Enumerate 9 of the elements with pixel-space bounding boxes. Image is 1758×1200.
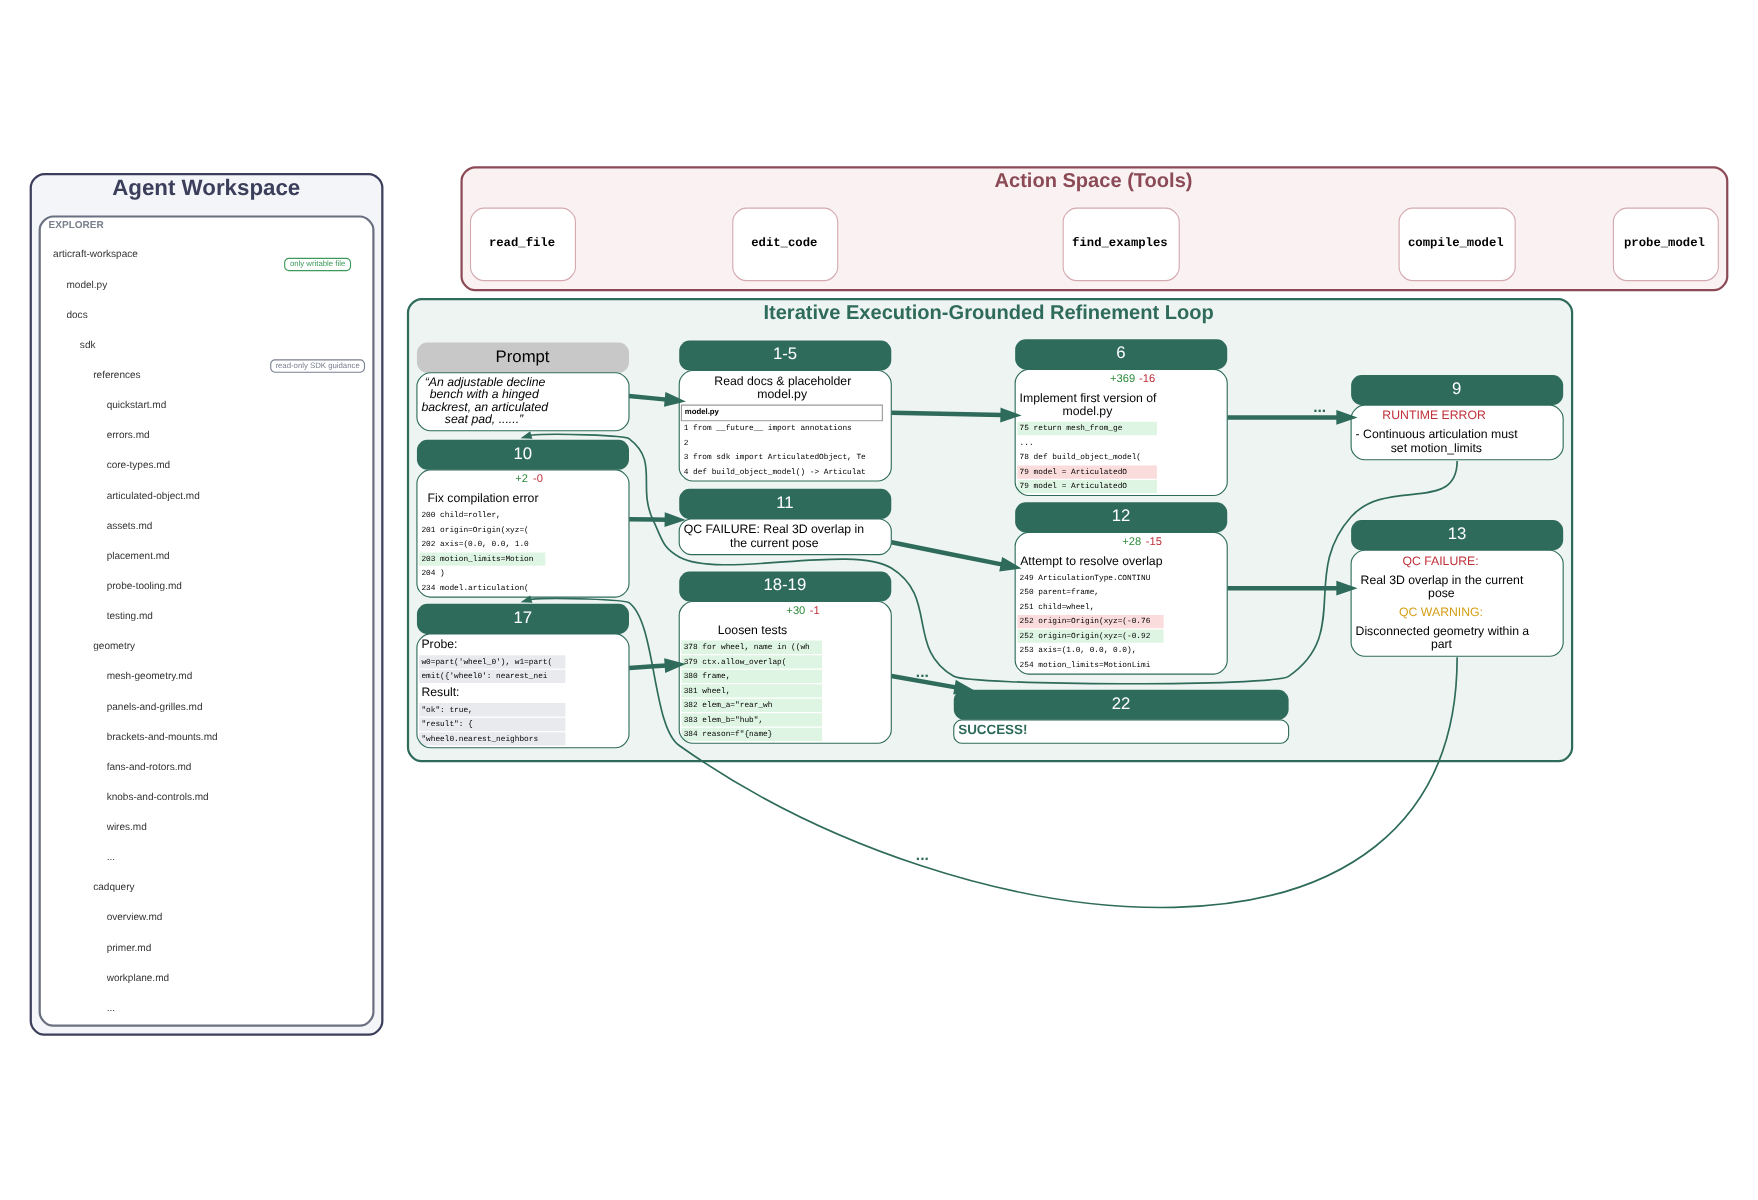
arrow bbox=[628, 657, 686, 672]
arrow bbox=[891, 539, 1022, 571]
arrow bbox=[520, 594, 1458, 908]
arrow bbox=[1227, 579, 1358, 595]
arrow bbox=[891, 406, 1022, 422]
arrow bbox=[891, 672, 976, 694]
arrow bbox=[1227, 408, 1358, 424]
arrow bbox=[628, 391, 686, 406]
arrow bbox=[629, 511, 686, 527]
